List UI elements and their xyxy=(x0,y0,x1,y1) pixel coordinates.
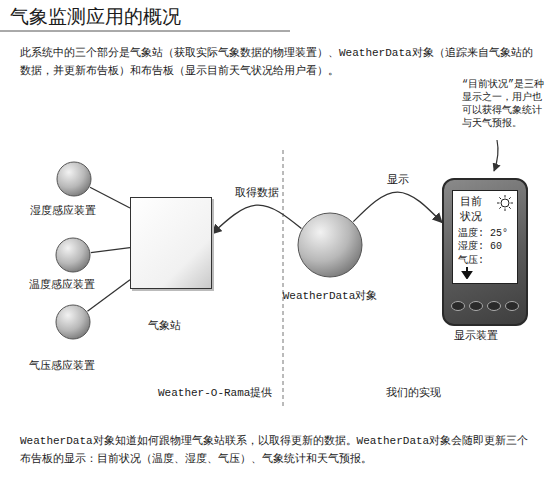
ball-shape xyxy=(56,305,90,339)
ball-shape xyxy=(56,238,90,272)
sensor-wire xyxy=(90,187,130,208)
device-button xyxy=(452,302,465,311)
device-button xyxy=(470,302,483,311)
node-label: 湿度感应装置 xyxy=(30,205,96,218)
display-device: 目前 状况温度: 25°湿度: 60气压:显示装置 xyxy=(442,178,528,326)
ball-outline xyxy=(297,212,363,278)
sun-ray xyxy=(505,209,506,212)
weatherdata-ball: WeatherData对象 xyxy=(297,212,363,278)
divider-line xyxy=(283,150,284,408)
screen-reading: 湿度: 60 xyxy=(458,240,512,254)
device-screen: 目前 状况温度: 25°湿度: 60气压: xyxy=(452,190,518,284)
node-label: 温度感应装置 xyxy=(29,279,95,292)
sensor-wire xyxy=(91,248,130,253)
title-rule xyxy=(0,31,290,32)
sun-icon xyxy=(496,194,514,212)
sun-ray xyxy=(497,203,500,204)
intro-text: 此系统中的三个部分是气象站（获取实际气象数据的物理装置）、WeatherData… xyxy=(20,45,535,80)
sun-ray xyxy=(509,207,511,209)
edge-label: 取得数据 xyxy=(233,185,281,200)
sensor-ball: 气压感应装置 xyxy=(55,304,91,340)
sun-ray xyxy=(509,197,511,199)
caption-text: WeatherData对象知道如何跟物理气象站联系，以取得更新的数据。Weath… xyxy=(20,433,535,468)
edge-label: 显示 xyxy=(385,172,411,187)
sun-ray xyxy=(511,203,514,204)
diagram-title: 气象监测应用的概况 xyxy=(10,4,181,30)
screen-reading: 气压: xyxy=(458,254,512,268)
callout-leader xyxy=(494,140,498,171)
device-button xyxy=(506,302,519,311)
ball-shape xyxy=(57,162,91,196)
node-label: WeatherData对象 xyxy=(283,290,378,303)
sensor-ball: 温度感应装置 xyxy=(55,237,91,273)
sun-disc xyxy=(501,199,509,207)
arrow-shape xyxy=(463,267,471,278)
screen-reading: 温度: 25° xyxy=(458,227,512,241)
ball-outline xyxy=(55,237,91,273)
device-buttons xyxy=(444,298,526,314)
ball-shape xyxy=(298,213,362,277)
node-label: 气象站 xyxy=(148,320,181,333)
sun-ray xyxy=(499,207,501,209)
region-label: Weather-O-Rama提供 xyxy=(158,387,272,400)
sun-ray xyxy=(499,197,501,199)
ball-outline xyxy=(55,304,91,340)
region-label: 我们的实现 xyxy=(386,387,441,400)
callout-note: “目前状况”是三种显示之一，用户也可以获得气象统计与天气预报。 xyxy=(462,78,548,130)
node-label: 显示装置 xyxy=(454,330,498,343)
pressure-arrow xyxy=(461,267,473,279)
station-box: 气象站 xyxy=(130,197,212,289)
flow-arrow xyxy=(212,205,301,234)
device-button xyxy=(488,302,501,311)
screen-heading: 目前 状况 xyxy=(458,195,483,225)
sun-ray xyxy=(505,195,506,198)
ball-outline xyxy=(56,161,92,197)
node-label: 气压感应装置 xyxy=(29,360,95,373)
flow-arrow xyxy=(353,192,442,222)
sensor-ball: 湿度感应装置 xyxy=(56,161,92,197)
